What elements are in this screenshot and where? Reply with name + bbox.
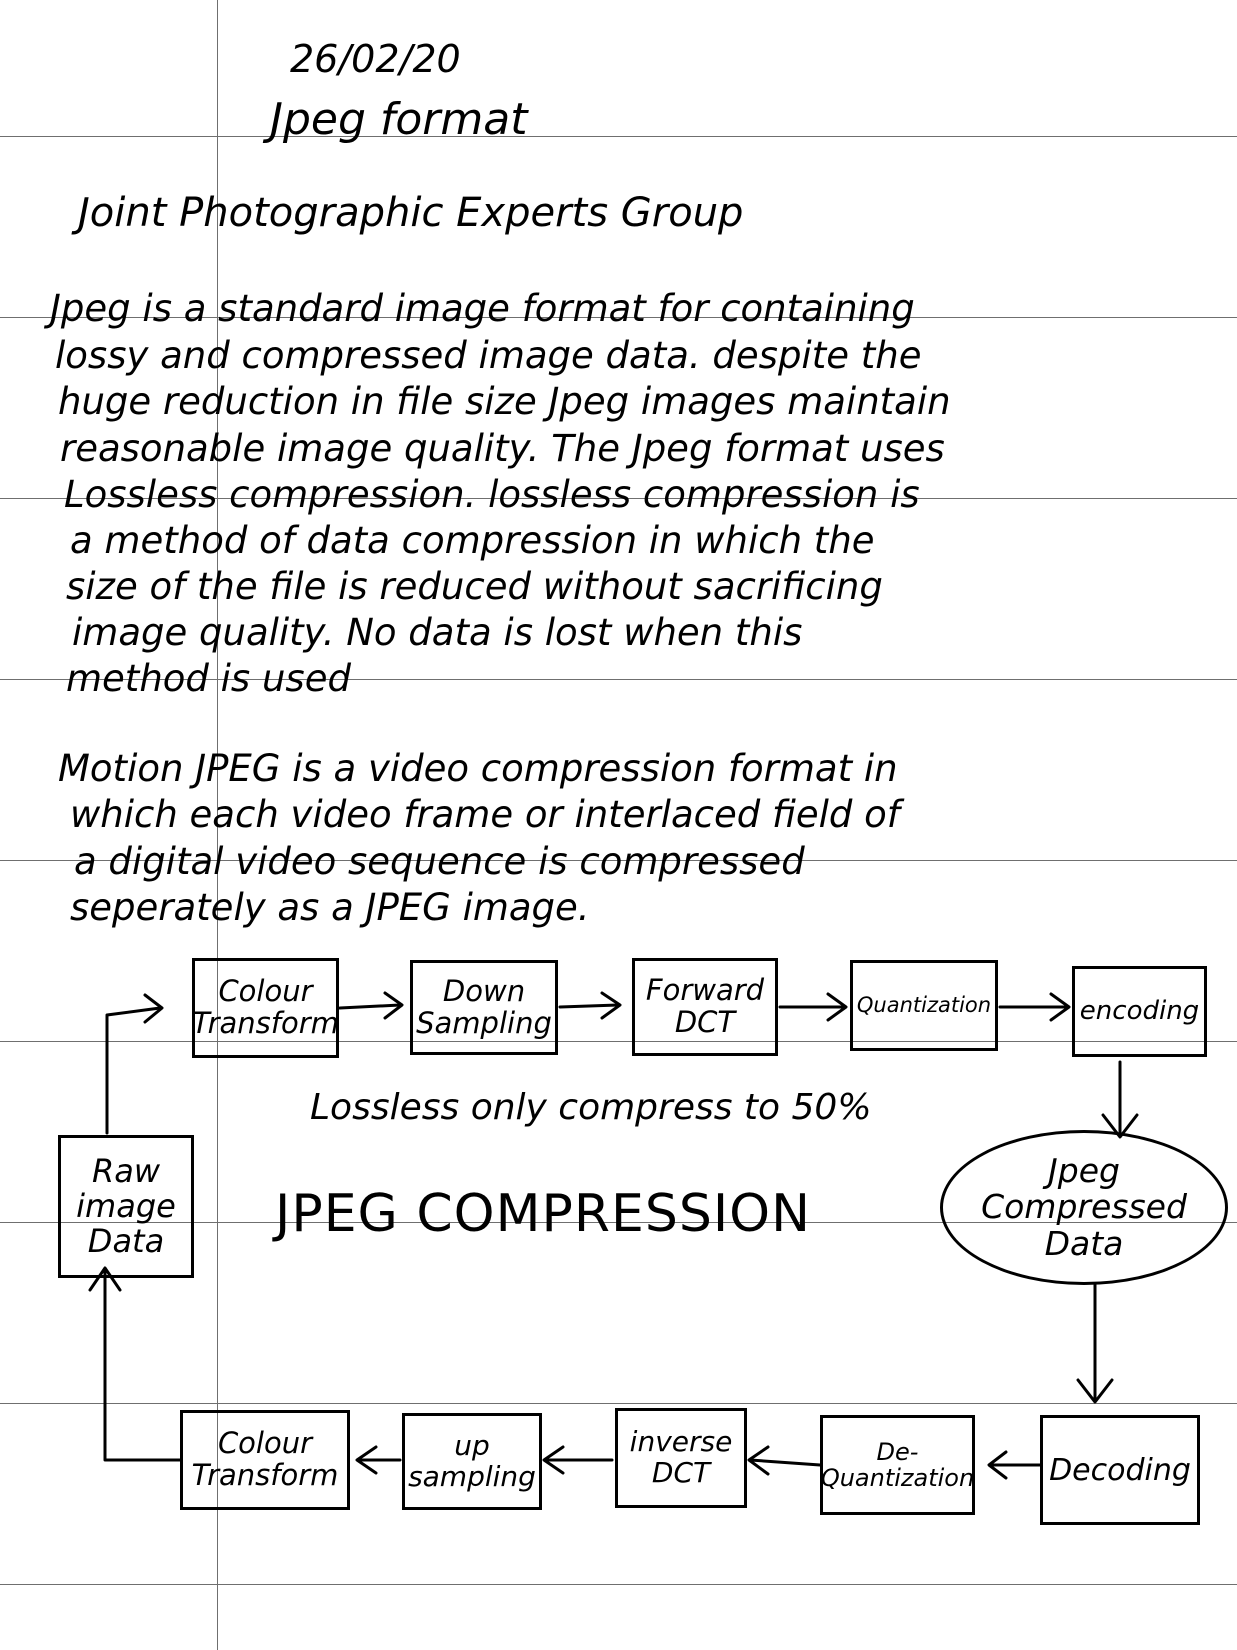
paragraph-line: huge reduction in file size Jpeg images … [58, 380, 951, 423]
step-label: Quantization [820, 1464, 975, 1492]
jpeg-compressed-data-ellipse: Jpeg Compressed Data [940, 1130, 1228, 1285]
step-down-sampling: Down Sampling [410, 960, 558, 1055]
step-label: Colour [217, 1426, 313, 1461]
paragraph-line: reasonable image quality. The Jpeg forma… [60, 427, 945, 470]
step-label: Quantization [856, 992, 992, 1017]
step-colour-transform-encode: Colour Transform [192, 958, 339, 1058]
step-colour-transform-decode: Colour Transform [180, 1410, 350, 1510]
raw-image-data-box: Raw image Data [58, 1135, 194, 1278]
step-label: Sampling [416, 1005, 552, 1040]
step-inverse-dct: inverse DCT [615, 1408, 747, 1508]
compressed-data-label: Data [1044, 1223, 1124, 1263]
raw-data-label: Data [87, 1222, 165, 1261]
step-label: Colour [218, 974, 313, 1009]
step-label: De- [876, 1437, 919, 1466]
paragraph-line: Lossless compression. lossless compressi… [64, 473, 920, 516]
step-label: DCT [651, 1456, 711, 1489]
paragraph-line: seperately as a JPEG image. [70, 886, 590, 929]
paragraph-line: which each video frame or interlaced fie… [70, 793, 900, 836]
paragraph-line: Motion JPEG is a video compression forma… [58, 747, 898, 790]
step-up-sampling: up sampling [402, 1413, 542, 1510]
paragraph-line: a method of data compression in which th… [70, 519, 875, 562]
paragraph-line: Jpeg is a standard image format for cont… [50, 287, 915, 330]
paragraph-line: method is used [66, 657, 351, 700]
step-forward-dct: Forward DCT [632, 958, 778, 1056]
step-decoding: Decoding [1040, 1415, 1200, 1525]
step-label: DCT [674, 1005, 736, 1039]
step-label: Decoding [1049, 1452, 1191, 1488]
note-title: Jpeg format [270, 94, 528, 145]
paragraph-line: image quality. No data is lost when this [72, 611, 803, 654]
step-encoding: encoding [1072, 966, 1207, 1057]
step-de-quantization: De- Quantization [820, 1415, 975, 1515]
step-label: Forward [645, 973, 765, 1008]
paragraph-line: lossy and compressed image data. despite… [55, 334, 922, 377]
note-date: 26/02/20 [290, 37, 461, 81]
paragraph-line: size of the file is reduced without sacr… [66, 565, 883, 608]
step-quantization: Quantization [850, 960, 998, 1051]
compressed-data-label: Jpeg [1048, 1151, 1120, 1191]
compression-note: Lossless only compress to 50% [310, 1087, 872, 1128]
raw-data-label: image [76, 1186, 176, 1225]
step-label: Down [442, 973, 526, 1008]
step-label: sampling [408, 1459, 536, 1493]
step-label: encoding [1079, 996, 1200, 1027]
step-label: inverse [629, 1425, 733, 1459]
compressed-data-label: Compressed [981, 1187, 1187, 1227]
step-label: Transform [192, 1006, 339, 1040]
diagram-heading: JPEG COMPRESSION [275, 1184, 811, 1244]
step-label: up [454, 1428, 490, 1462]
margin-line [217, 0, 218, 1650]
paragraph-line: a digital video sequence is compressed [74, 840, 805, 883]
acronym-expansion: Joint Photographic Experts Group [78, 190, 744, 236]
raw-data-label: Raw [91, 1151, 160, 1190]
step-label: Transform [191, 1458, 339, 1492]
